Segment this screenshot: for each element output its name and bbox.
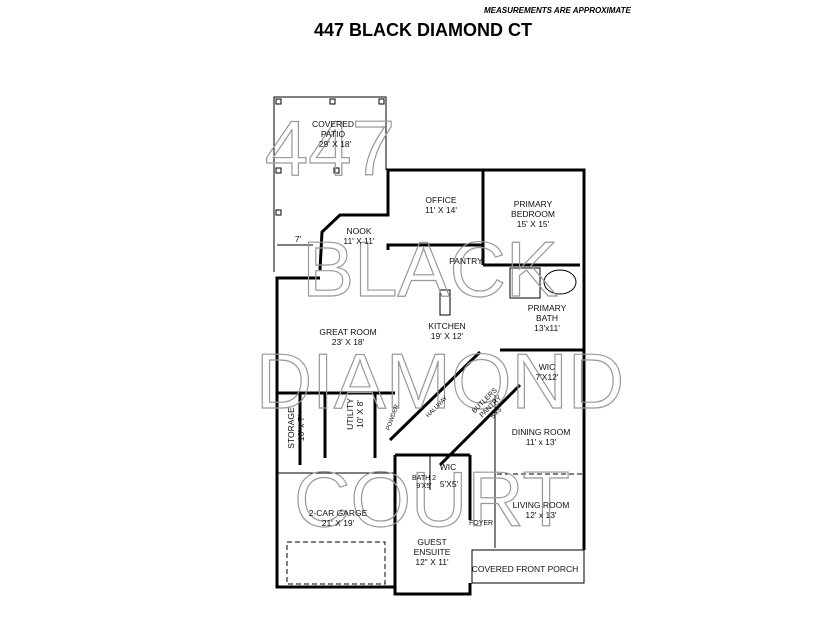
garage-label: 2-CAR GARGE	[309, 508, 368, 518]
kitchen-island	[439, 289, 451, 316]
nook-label: NOOK	[346, 226, 371, 236]
shower	[509, 267, 541, 299]
hallway-wall	[438, 383, 522, 467]
guest-ensuite-label: ENSUITE	[414, 547, 451, 557]
utility-size: 10' X 8'	[355, 400, 365, 428]
kitchen-label: KITCHEN	[428, 321, 465, 331]
patio-depth-label: 7'	[295, 234, 302, 244]
primary-bath-size: 13'x11'	[534, 323, 560, 333]
patio-size: 29' X 18'	[319, 139, 352, 149]
exterior-walls	[275, 168, 586, 596]
bath2-label: BATH 2	[412, 475, 436, 482]
dining-room-size: 11' x 13'	[526, 437, 557, 447]
bathtub	[543, 269, 577, 295]
kitchen-size: 19' X 12'	[431, 331, 464, 341]
front-porch-label: COVERED FRONT PORCH	[472, 564, 579, 574]
guest-wic-size: 5'X5'	[440, 479, 459, 489]
office-size: 11' X 14'	[425, 205, 457, 215]
primary-bath-label: PRIMARY	[528, 303, 567, 313]
bath2-size: 9'X5'	[416, 483, 431, 490]
primary-wic-size: 7'X12'	[535, 372, 558, 382]
primary-bedroom-size: 15' X 15'	[517, 219, 550, 229]
great-room-size: 23' X 18'	[332, 337, 365, 347]
utility-label: UTILITY	[345, 398, 355, 430]
watermark-text: DIAMOND	[256, 337, 624, 425]
patio-label: COVERED	[312, 119, 354, 129]
office-label: OFFICE	[425, 195, 456, 205]
living-room-label: LIVING ROOM	[513, 500, 570, 510]
dining-room-label: DINING ROOM	[512, 427, 571, 437]
patio-label: PATIO	[321, 129, 346, 139]
pantry-label: PANTRY	[449, 256, 483, 266]
garage-door	[286, 541, 386, 585]
primary-bedroom-label: PRIMARY	[514, 199, 553, 209]
hallway-wall	[388, 350, 482, 442]
watermark-text: COURT	[294, 455, 570, 543]
great-room-label: GREAT ROOM	[319, 327, 376, 337]
guest-ensuite-size: 12" X 11'	[415, 557, 449, 567]
storage-label: STORAGE	[286, 407, 296, 449]
watermark-text: 447	[265, 104, 395, 192]
living-room-size: 12' x 13'	[525, 510, 557, 520]
watermark-text: BLACK	[302, 225, 558, 313]
covered-patio-outline	[273, 96, 387, 272]
page-title: 447 BLACK DIAMOND CT	[313, 20, 532, 40]
storage-size: 10' x 7'	[296, 414, 306, 441]
nook-size: 11' X 11'	[343, 236, 375, 246]
primary-bath-label: BATH	[536, 313, 558, 323]
foyer-label: FOYER	[469, 520, 493, 527]
guest-wic-label: WIC	[440, 462, 457, 472]
guest-ensuite-label: GUEST	[417, 537, 446, 547]
primary-bedroom-label: BEDROOM	[511, 209, 555, 219]
measurement-note: MEASUREMENTS ARE APPROXIMATE	[484, 6, 631, 15]
primary-wic-label: WIC	[539, 362, 556, 372]
garage-size: 21' X 19'	[322, 518, 355, 528]
